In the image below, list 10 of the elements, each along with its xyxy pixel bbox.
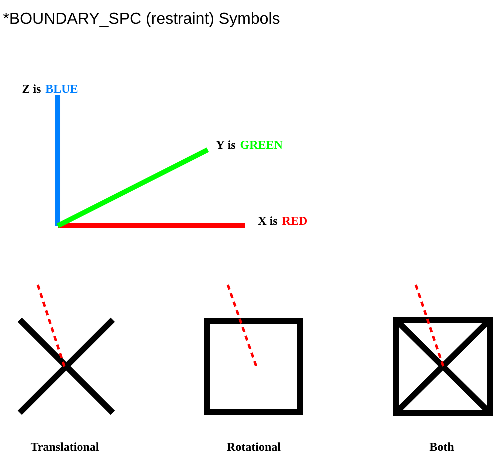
axis-label: Z is xyxy=(22,84,41,94)
axis-colour-word: GREEN xyxy=(240,141,283,150)
axis-label: X is xyxy=(258,216,278,226)
axis-colour-word: BLUE xyxy=(46,85,78,94)
axis-colour-word: RED xyxy=(282,217,308,226)
axis-label: Y is xyxy=(216,140,236,150)
symbol-caption: Translational xyxy=(30,442,100,452)
symbol-caption: Both xyxy=(430,442,454,452)
symbol-caption: Rotational xyxy=(227,442,281,452)
title: *BOUNDARY_SPC (restraint) Symbols xyxy=(3,12,280,28)
